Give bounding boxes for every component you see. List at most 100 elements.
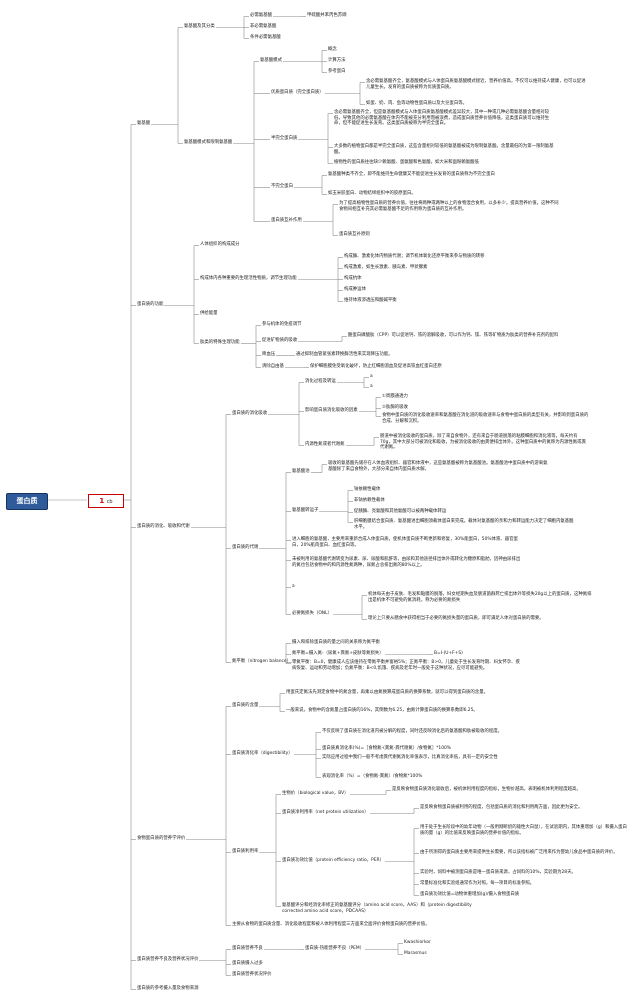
text-antibodies: 构成抗体 [344, 276, 362, 281]
text-per-def: 用于处于生长阶段中的幼年动物（一般用刚断奶的雄性大白鼠），在试验期内，其体重增加… [420, 825, 627, 836]
text-practical-note: 实际应用过程中我们一般不考虑粪代谢氮消化率值表示，比真消化率低，具有一定的安全性 [322, 755, 498, 760]
node-bioactive-substances[interactable]: 构成体内各种重要的生理活性物质，调节生理功能 [200, 276, 297, 281]
text-ace-inhibition: 通过抑制血管紧张素转换酶活性来实现降压功能。 [296, 352, 393, 357]
node-protein-content[interactable]: 蛋白质的含量 [232, 703, 259, 708]
node-protein-complementation[interactable]: 蛋白质互补作用 [271, 218, 302, 223]
node-semi-complete-protein[interactable]: 半完全蛋白质 [271, 136, 298, 141]
text-apparent-digestibility: 表观消化率（%）=（食物氮-粪氮）/食物氮*100% [322, 774, 423, 779]
node-net-protein-utilization[interactable]: 蛋白质净利用率（net protein utilization） [282, 810, 369, 815]
text-kjeldahl: 用蛋氏定氮法先测定食物中的氮含量，再乘以由氮换算成蛋白质的换算系数，就可以得到蛋… [286, 690, 488, 695]
node-lower-blood-pressure[interactable]: 降血压 [262, 352, 276, 357]
node-obligatory-nitrogen-loss[interactable]: 必要氮损失（ONL） [292, 611, 332, 616]
text-osmotic-balance: 维持体液渗透压和酸碱平衡 [344, 298, 397, 303]
node-mode-reference[interactable]: 参考蛋白 [328, 69, 346, 74]
branch-malnutrition[interactable]: 蛋白质营养不良及营养状况评价 [137, 957, 199, 962]
text-incomplete-examples: 如玉米胶蛋白、动物结缔组织中的胶原蛋白。 [328, 191, 416, 196]
node-mode-method[interactable]: 计算方法 [328, 58, 346, 63]
node-protein-malnutrition[interactable]: 蛋白质营养不良 [232, 946, 263, 951]
text-per-formula: 蛋白质功效比值=动物体重增加(g)/摄入食物蛋白质 [420, 892, 520, 897]
text-balance-formula: 氮平衡=摄入氮-（尿氮+粪氮+皮肤等氮损失） [292, 651, 384, 656]
text-enzymes: 构成酶、激素化体内物质代谢；调节机体氧化还原平衡来参与物质的转移 [344, 254, 485, 259]
node-excess-intake[interactable]: 蛋白质摄入过多 [232, 961, 263, 966]
text-hormones: 构成激素，如生长激素、胰岛素、甲状腺素 [344, 265, 428, 270]
node-digestion-absorption[interactable]: 蛋白质的消化吸收 [232, 411, 268, 416]
node-complementation-principle[interactable]: 蛋白质互补原则 [339, 232, 370, 237]
node-protein-metabolism[interactable]: 蛋白质的代谢 [232, 545, 259, 550]
text-cpp: 酪蛋白磷酸肽（CPP）可以促进钙、铁的溶解吸收，可以作为钙、镁、铁等矿物质为肽类… [348, 333, 559, 338]
node-nonessential-aa[interactable]: 非必需氨基酸 [250, 24, 277, 29]
badge-number: 1 [99, 497, 105, 505]
text-protein-type-rate: 食物中蛋白质的消化吸收速率和氨基酸在消化道的吸收速率与食物中蛋白质的类型有关，并… [382, 413, 589, 424]
node-kwashiorkor[interactable]: Kwashiorkor [404, 940, 431, 945]
node-marasmus[interactable]: Marasmus [404, 951, 427, 956]
text-semi-complete-def: 含必需氨基酸齐全，但是氨基酸模式与人体蛋白质氨基酸模式差异较大，其中一种或几种必… [334, 110, 550, 127]
text-balance-equation: B=I-(U+F+S) [434, 651, 463, 656]
text-balance-states: 零氮平衡：B=0，健康成人应该维持在零氮平衡并富裕5%；正氮平衡：B>0，儿童处… [292, 660, 520, 671]
note-essential-aa: 甲硫酸并苯丙色苏缬 [307, 13, 347, 18]
node-digestion-factors[interactable]: 影响蛋白质消化吸收的因素 [305, 408, 358, 413]
node-energy-supply[interactable]: 供给能量 [200, 311, 218, 316]
node-free-radical-scavenging[interactable]: 清除自由基 [262, 364, 284, 369]
text-onl-def: 机体每天由于皮肤、毛发和黏膜的脱落，妇女经期失血及肠道菌群死亡排出体外等损失20… [368, 592, 592, 603]
node-aa-classification[interactable]: 氨基酸及其分类 [184, 24, 215, 29]
node-peptide-functions[interactable]: 肽类的特殊生理功能 [200, 340, 240, 345]
text-npu: 是反映食物蛋白质被利用的程度，包括蛋白质的消化和利用两方面，因此更为安全。 [420, 805, 583, 810]
node-immune-regulation[interactable]: 参与机体的免疫调节 [262, 322, 302, 327]
branch-digestion-metabolism[interactable]: 蛋白质的消化、吸收和代谢 [137, 524, 190, 529]
text-semi-complete-plants: 大多数的植物蛋白都是半完全蛋白质，这些含量相对较低的氨基酸被成为限制氨基酸。含量… [334, 144, 554, 155]
node-aa-pattern[interactable]: 氨基酸模式和限制氨基酸 [184, 140, 233, 145]
text-protein-resynthesis: 进入细胞的氨基酸，主要用来重新合成人体蛋白质，使机体蛋白质不断更新和修复，30%… [292, 537, 518, 548]
text-sodium-dependent: 钠依赖性载体 [354, 487, 381, 492]
root-node[interactable]: 蛋白质 [6, 493, 48, 510]
branch-amino-acid[interactable]: 氨基酸 [137, 121, 151, 126]
node-endogenous-nitrogen[interactable]: 内源性氮或者代谢氮 [305, 442, 345, 447]
text-metabolism-a: a [292, 584, 295, 589]
text-quality-protein-examples: 如蛋、奶、肉、鱼等动物性蛋白质以及大豆蛋白等。 [366, 101, 467, 106]
node-pem[interactable]: 蛋白质-热能营养不良（PEM） [305, 946, 365, 951]
branch-nutritional-evaluation[interactable]: 食物蛋白质的营养学评价 [137, 836, 186, 841]
text-digestion-a1: a [370, 374, 373, 379]
node-status-evaluation[interactable]: 蛋白质营养状况评价 [232, 972, 272, 977]
text-biological-value: 是反映食物蛋白质消化吸收后，被机体利用程度的指标，生物价越高，表明被机体利用程度… [392, 787, 581, 792]
node-aa-mode[interactable]: 氨基酸模式 [260, 58, 282, 63]
node-incomplete-protein[interactable]: 不完全蛋白 [271, 184, 293, 189]
text-amino-acid-pool: 吸收的氨基酸先储存在人体血液组织、器官和体液中，这些氨基酸被称为氨基酸池。氨基酸… [328, 461, 548, 472]
branch-protein-function[interactable]: 蛋白质的功能 [137, 302, 164, 307]
text-endogenous-nitrogen: 肠道中被消化吸收的蛋白质，除了来自食物外，还有来自于肠道脱落的粘膜细胞和消化液等… [380, 434, 586, 451]
node-protein-efficiency-ratio[interactable]: 蛋白质功效比值（protein efficiency ratio，PER） [282, 858, 384, 863]
node-digestion-process[interactable]: 消化过程及转运 [305, 379, 336, 384]
node-essential-aa[interactable]: 必需氨基酸 [250, 13, 272, 18]
text-conversion-factor: 一般来说，食物中的含氮量占蛋白质的16%，其倒数为6.25，由氮计算蛋白质的换算… [286, 708, 478, 713]
node-biological-value[interactable]: 生物价（biological value，BV） [282, 791, 349, 796]
text-complementation-def: 为了提高植物性蛋白质的营养价值，往往将两种或两种以上的食物混合食用，以多补少，提… [339, 201, 559, 212]
text-semi-complete-lysine: 植物性的蛋白质往往缺少赖氨酸、蛋氨酸和色氨酸，如大米和面粉赖氨酸低 [334, 160, 479, 165]
text-sodium-independent: 非钠依赖性载体 [354, 498, 385, 503]
chapter-badge: 1 cb [88, 494, 124, 508]
node-nitrogen-balance[interactable]: 氮平衡（nitrogen balance） [232, 659, 292, 664]
branch-intake-and-sources[interactable]: 蛋白质的参考摄入量及食物来源 [137, 986, 199, 991]
text-onl-requirement: 理论上只要从膳食中获得相当于必要的氮损失量的蛋白质，即可满足人体对蛋白质的需要。 [368, 616, 544, 621]
node-digestibility[interactable]: 蛋白质消化率（digestibility） [232, 751, 293, 756]
text-true-digestibility: 蛋白质真消化率(%)=［食物氮-(粪氮-粪代谢氮）/食物氮］*100% [322, 746, 451, 751]
text-per-control: 常量标准化和实验组通常作为对照，每一项目的标准参照。 [420, 881, 535, 886]
text-per-feed: 实验时，饲料中被测蛋白质是唯一蛋白质来源，占饲料的10%，实验期为28天。 [420, 870, 576, 875]
node-aas-pdcaas[interactable]: 氨基酸评分和经消化率修正的氨基酸评分（amino acid score，AAS）… [282, 903, 472, 914]
node-conditional-aa[interactable]: 条件必需氨基酸 [250, 35, 281, 40]
node-protein-utilization[interactable]: 蛋白质利用率 [232, 849, 259, 854]
node-mode-concept[interactable]: 概念 [328, 47, 337, 52]
text-balance-def: 摄入和排除蛋白质的量之间的关系称为氮平衡 [292, 640, 380, 645]
text-peptidase-absorption: ②肽酶的吸收 [382, 405, 408, 410]
node-mineral-absorption[interactable]: 促进矿物质的吸收 [262, 338, 298, 343]
text-membrane-permeability: ①周膜通透力 [382, 394, 408, 399]
text-quality-protein-def: 含必需氨基酸齐全，氨基酸模式与人体蛋白质氨基酸模式接近，营养价值高，不仅可以维持… [366, 79, 586, 90]
node-quality-protein[interactable]: 优质蛋白质（完全蛋白质） [271, 90, 324, 95]
node-amino-acid-pool[interactable]: 氨基酸池 [292, 469, 310, 474]
text-nitrogen-excretion: 未被利用的氨基酸代谢转变为尿素、尿、尿酸和肌酐等，由尿和其他途径排出体外或转化为… [292, 557, 521, 568]
text-digestion-a2: a [370, 384, 373, 389]
text-cell-protection: 保护细胞膜免受氧化破坏，防止红细胞溶血及促进高铁血红蛋白还原 [310, 364, 442, 369]
text-evaluation-summary: 主要从食物的蛋白质含量、消化吸收程度和被人体利用程度三方面来全面评价食物蛋白质的… [232, 922, 430, 927]
text-transporters: 构成肿运体 [344, 287, 366, 292]
node-tissue-component[interactable]: 人体组织的构成成分 [200, 242, 240, 247]
node-aa-transporters[interactable]: 氨基酸转运子 [292, 508, 319, 513]
